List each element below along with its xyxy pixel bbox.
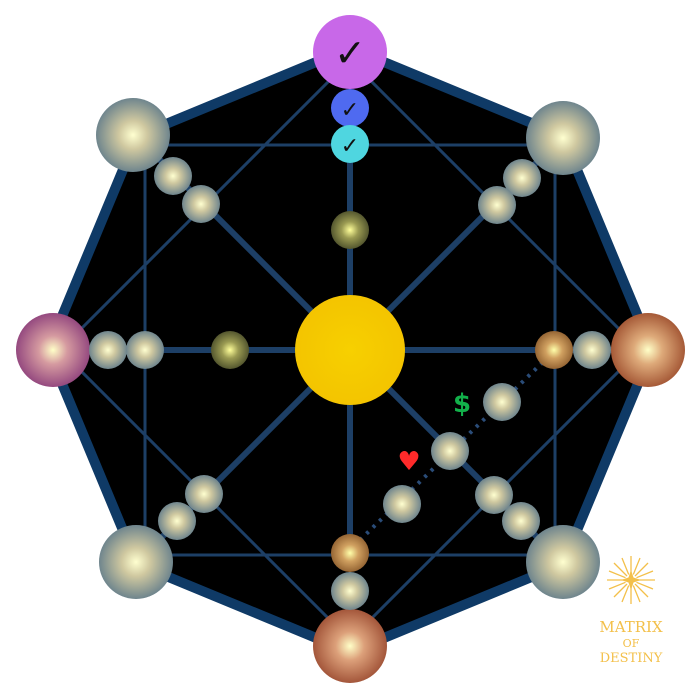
- blue-check-icon: ✓: [341, 98, 359, 123]
- right-inner-node: [535, 331, 573, 369]
- bottom-node: [313, 609, 387, 683]
- left-middle-node: [126, 331, 164, 369]
- top-check-icon: ✓: [334, 31, 366, 75]
- logo-line-1: MATRIX: [599, 618, 663, 636]
- top-chakra-node-blue: [331, 89, 369, 127]
- crossing-node: [431, 432, 469, 470]
- left-node: [16, 313, 90, 387]
- nw-inner-node: [182, 185, 220, 223]
- matrix-of-destiny-logo: MATRIX OF DESTINY: [599, 556, 663, 666]
- logo-line-2: OF: [623, 637, 640, 650]
- ne-inner-node: [478, 186, 516, 224]
- dollar-icon: $: [453, 389, 471, 419]
- money-node: [483, 383, 521, 421]
- right-outer-node: [573, 331, 611, 369]
- sunburst-icon: [607, 556, 655, 604]
- cyan-check-icon: ✓: [341, 134, 359, 159]
- top-node: [313, 15, 387, 89]
- top-inner-node: [331, 211, 369, 249]
- se-inner-node: [475, 476, 513, 514]
- corner-node-bottom-right: [526, 525, 600, 599]
- corner-node-bottom-left: [99, 525, 173, 599]
- heart-icon: ♥: [397, 447, 420, 477]
- logo-line-3: DESTINY: [600, 651, 663, 666]
- left-outer-node: [89, 331, 127, 369]
- right-node: [611, 313, 685, 387]
- se-outer-node: [502, 502, 540, 540]
- bottom-inner-node: [331, 534, 369, 572]
- top-chakra-node-cyan: [331, 125, 369, 163]
- ne-outer-node: [503, 159, 541, 197]
- bottom-outer-node: [331, 572, 369, 610]
- love-node: [383, 485, 421, 523]
- center-node: [295, 295, 405, 405]
- nw-outer-node: [154, 157, 192, 195]
- corner-node-top-left: [96, 98, 170, 172]
- sw-inner-node: [185, 475, 223, 513]
- left-inner-node: [211, 331, 249, 369]
- corner-node-top-right: [526, 101, 600, 175]
- sw-outer-node: [158, 502, 196, 540]
